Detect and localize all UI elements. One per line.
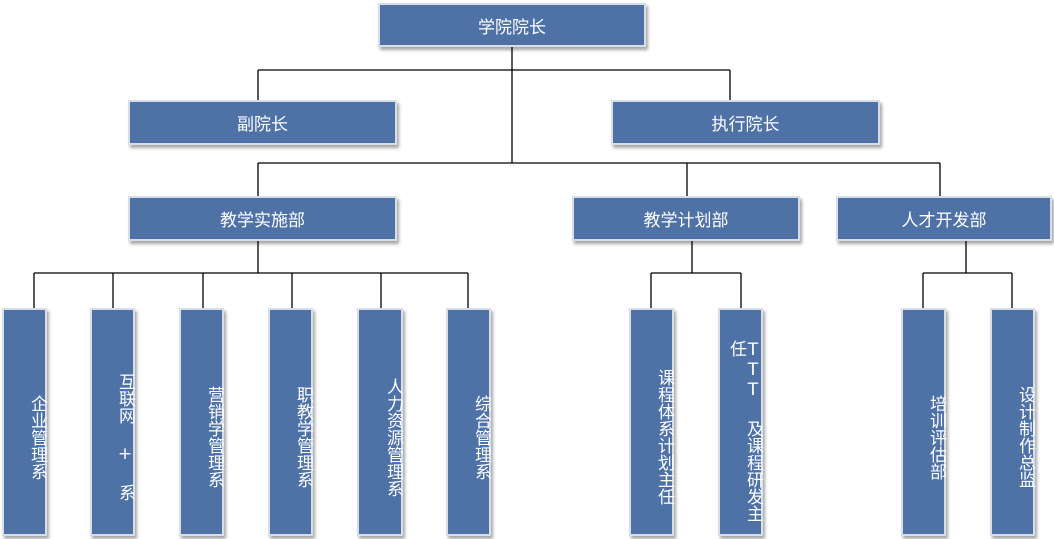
unit-enterprise-mgmt[interactable]: 企业管理系 (2, 308, 47, 536)
unit-label: 互联网 + 系 (115, 373, 135, 501)
unit-label: 培训评估部 (926, 394, 946, 480)
teaching-dept-label: 教学实施部 (220, 211, 305, 231)
unit-label: 企业管理系 (27, 394, 47, 480)
unit-ttt-course-dev[interactable]: TTT 及课程研发主任 (718, 308, 763, 536)
unit-vocational-mgmt[interactable]: 职教学管理系 (268, 308, 313, 536)
unit-label: 营销学管理系 (204, 386, 224, 488)
talent-dept-label: 人才开发部 (901, 211, 987, 231)
plan-dept-label: 教学计划部 (643, 211, 729, 231)
vice-dean-box[interactable]: 副院长 (128, 100, 397, 145)
teaching-dept-box[interactable]: 教学实施部 (128, 196, 397, 241)
unit-general-mgmt[interactable]: 综合管理系 (446, 308, 491, 536)
unit-label: 课程体系计划主任 (654, 369, 674, 505)
dean-box[interactable]: 学院院长 (378, 3, 646, 47)
unit-marketing-mgmt[interactable]: 营销学管理系 (179, 308, 224, 536)
vice-dean-label: 副院长 (237, 115, 288, 135)
unit-label: TTT 及课程研发主任 (726, 340, 763, 522)
exec-dean-box[interactable]: 执行院长 (611, 100, 880, 145)
exec-dean-label: 执行院长 (711, 115, 780, 135)
plan-dept-box[interactable]: 教学计划部 (572, 196, 800, 241)
unit-label: 综合管理系 (471, 394, 491, 480)
unit-design-director[interactable]: 设计制作总监 (990, 308, 1035, 536)
unit-hr-mgmt[interactable]: 人力资源管理系 (357, 308, 403, 536)
unit-internet-plus[interactable]: 互联网 + 系 (90, 308, 135, 536)
unit-training-eval[interactable]: 培训评估部 (901, 308, 946, 536)
unit-label: 设计制作总监 (1015, 386, 1035, 488)
unit-label: 人力资源管理系 (383, 377, 403, 497)
dean-label: 学院院长 (478, 17, 546, 38)
unit-label: 职教学管理系 (293, 386, 313, 488)
talent-dept-box[interactable]: 人才开发部 (836, 196, 1052, 241)
unit-curriculum-plan[interactable]: 课程体系计划主任 (629, 308, 674, 536)
